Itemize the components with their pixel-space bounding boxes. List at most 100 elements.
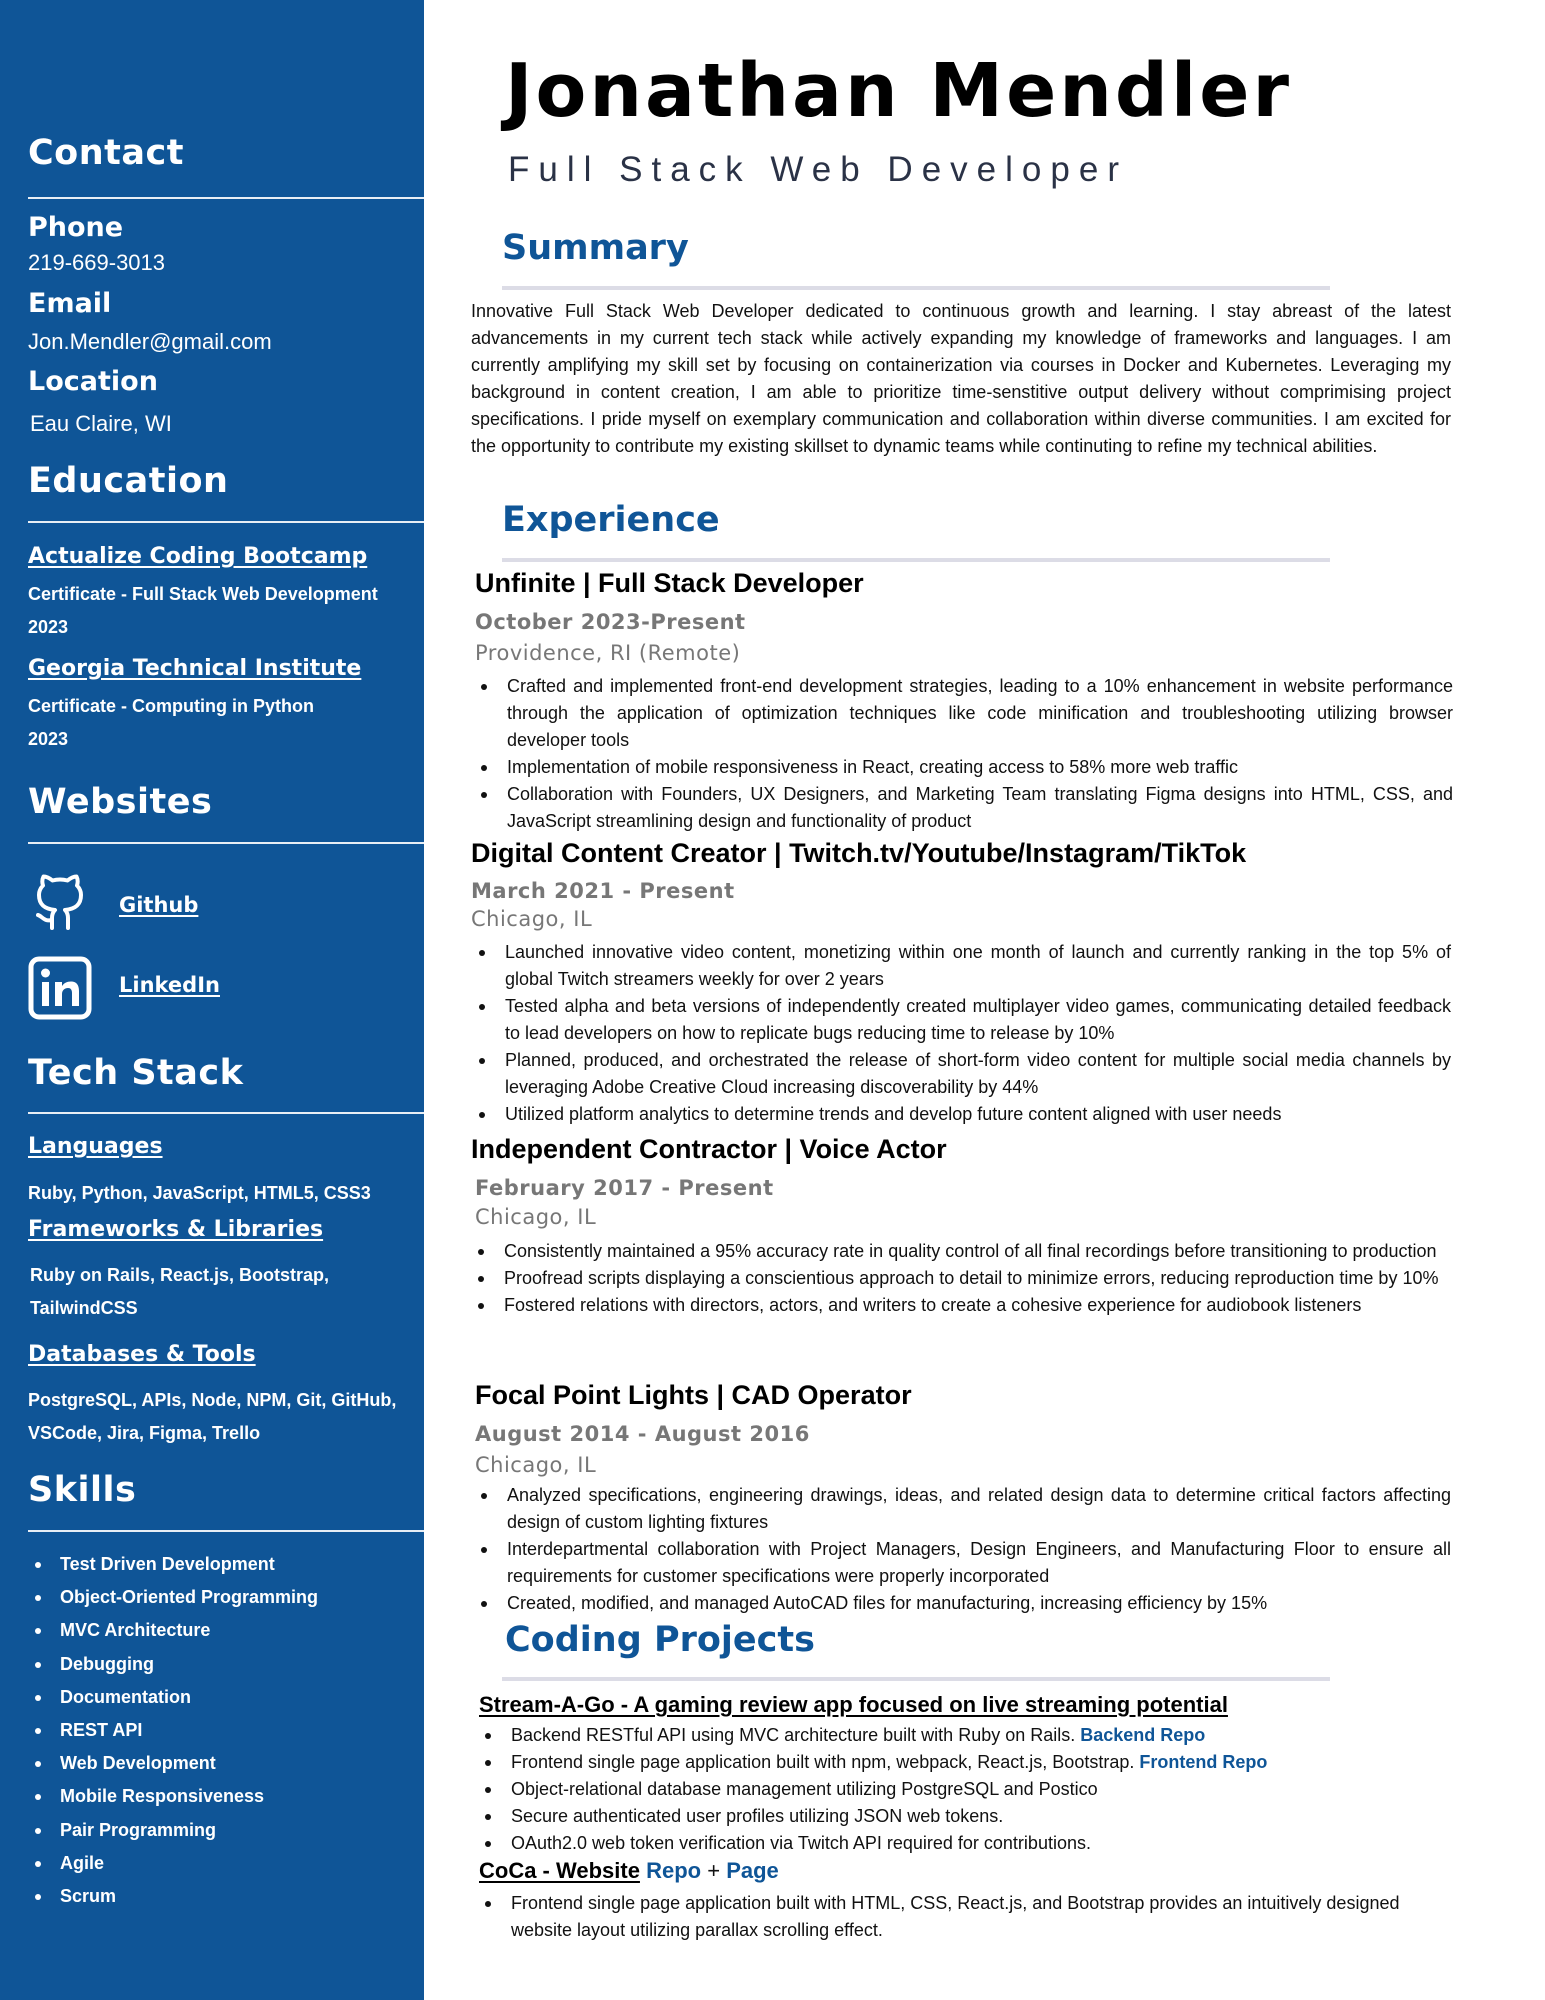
job-location: Chicago, IL bbox=[475, 1205, 597, 1229]
location-value: Eau Claire, WI bbox=[30, 411, 172, 436]
list-item: Backend RESTful API using MVC architectu… bbox=[475, 1722, 1465, 1749]
education-certificate: Certificate - Full Stack Web Development bbox=[28, 584, 378, 604]
phone-label: Phone bbox=[28, 212, 124, 243]
list-item: Object-relational database management ut… bbox=[475, 1776, 1465, 1803]
list-item: OAuth2.0 web token verification via Twit… bbox=[475, 1830, 1465, 1857]
project-bullets: Backend RESTful API using MVC architectu… bbox=[475, 1722, 1465, 1857]
divider bbox=[28, 521, 424, 523]
education-certificate: Certificate - Computing in Python bbox=[28, 696, 314, 716]
job-dates: February 2017 - Present bbox=[475, 1176, 774, 1200]
skills-heading: Skills bbox=[28, 1470, 137, 1510]
education-school[interactable]: Georgia Technical Institute bbox=[28, 656, 362, 681]
skill-item: MVC Architecture bbox=[28, 1614, 318, 1647]
websites-heading: Websites bbox=[28, 782, 213, 822]
summary-text: Innovative Full Stack Web Developer dedi… bbox=[471, 301, 1451, 456]
skill-item: Debugging bbox=[28, 1648, 318, 1681]
section-divider bbox=[502, 286, 1330, 290]
job-bullets: Analyzed specifications, engineering dra… bbox=[471, 1482, 1451, 1617]
frameworks-list: Ruby on Rails, React.js, Bootstrap, bbox=[30, 1265, 330, 1285]
education-heading: Education bbox=[28, 461, 229, 501]
job-bullets: Crafted and implemented front-end develo… bbox=[471, 673, 1453, 835]
project-title: Stream-A-Go - A gaming review app focuse… bbox=[479, 1692, 1228, 1718]
divider bbox=[28, 1112, 424, 1114]
job-bullets: Consistently maintained a 95% accuracy r… bbox=[468, 1238, 1451, 1319]
experience-heading: Experience bbox=[502, 500, 720, 540]
job-title: Digital Content Creator | Twitch.tv/Yout… bbox=[471, 838, 1247, 868]
contact-heading: Contact bbox=[28, 133, 184, 173]
divider bbox=[28, 197, 424, 199]
linkedin-icon[interactable] bbox=[28, 956, 92, 1020]
skill-item: REST API bbox=[28, 1714, 318, 1747]
tools-label: Databases & Tools bbox=[28, 1342, 256, 1367]
job-dates: October 2023-Present bbox=[475, 610, 746, 634]
list-item: Launched innovative video content, monet… bbox=[469, 939, 1451, 993]
skill-item: Object-Oriented Programming bbox=[28, 1581, 318, 1614]
job-location: Chicago, IL bbox=[475, 1453, 597, 1477]
candidate-name: Jonathan Mendler bbox=[505, 48, 1292, 134]
frontend-repo-link[interactable]: Frontend Repo bbox=[1139, 1752, 1268, 1772]
tools-list: PostgreSQL, APIs, Node, NPM, Git, GitHub… bbox=[28, 1390, 397, 1410]
frameworks-list: TailwindCSS bbox=[30, 1298, 138, 1318]
plus-sign: + bbox=[707, 1858, 721, 1883]
email-label: Email bbox=[28, 288, 112, 319]
github-icon[interactable] bbox=[28, 871, 92, 935]
education-year: 2023 bbox=[28, 729, 69, 749]
job-bullets: Launched innovative video content, monet… bbox=[469, 939, 1451, 1128]
project-title-link[interactable]: Stream-A-Go - A gaming review app focuse… bbox=[479, 1692, 1228, 1717]
languages-label: Languages bbox=[28, 1134, 163, 1159]
summary-heading: Summary bbox=[502, 228, 689, 268]
job-location: Chicago, IL bbox=[471, 907, 593, 931]
list-item: Created, modified, and managed AutoCAD f… bbox=[471, 1590, 1451, 1617]
page-link[interactable]: Page bbox=[726, 1858, 779, 1883]
location-label: Location bbox=[28, 366, 158, 397]
list-item: Collaboration with Founders, UX Designer… bbox=[471, 781, 1453, 835]
job-dates: August 2014 - August 2016 bbox=[475, 1422, 810, 1446]
bullet-text: Frontend single page application built w… bbox=[511, 1752, 1135, 1772]
skills-list: Test Driven Development Object-Oriented … bbox=[28, 1548, 318, 1913]
linkedin-link[interactable]: LinkedIn bbox=[119, 973, 220, 997]
list-item: Consistently maintained a 95% accuracy r… bbox=[468, 1238, 1451, 1265]
sidebar: Contact Phone 219-669-3013 Email Jon.Men… bbox=[0, 0, 424, 2000]
job-title: Independent Contractor | Voice Actor bbox=[471, 1134, 947, 1164]
skill-item: Test Driven Development bbox=[28, 1548, 318, 1581]
repo-link[interactable]: Repo bbox=[646, 1858, 702, 1883]
list-item: Frontend single page application built w… bbox=[475, 1749, 1465, 1776]
section-divider bbox=[502, 558, 1330, 562]
bullet-text: Backend RESTful API using MVC architectu… bbox=[511, 1725, 1076, 1745]
project-title: CoCa - Website Repo + Page bbox=[479, 1858, 779, 1884]
languages-list: Ruby, Python, JavaScript, HTML5, CSS3 bbox=[28, 1183, 371, 1203]
skill-item: Documentation bbox=[28, 1681, 318, 1714]
list-item: Interdepartmental collaboration with Pro… bbox=[471, 1536, 1451, 1590]
job-dates: March 2021 - Present bbox=[471, 879, 735, 903]
candidate-role: Full Stack Web Developer bbox=[508, 150, 1128, 189]
list-item: Utilized platform analytics to determine… bbox=[469, 1101, 1451, 1128]
tools-list: VSCode, Jira, Figma, Trello bbox=[28, 1423, 261, 1443]
list-item: Frontend single page application built w… bbox=[475, 1890, 1455, 1944]
list-item: Proofread scripts displaying a conscient… bbox=[468, 1265, 1451, 1292]
projects-heading: Coding Projects bbox=[505, 1620, 815, 1660]
education-year: 2023 bbox=[28, 617, 69, 637]
list-item: Tested alpha and beta versions of indepe… bbox=[469, 993, 1451, 1047]
divider bbox=[28, 842, 424, 844]
divider bbox=[28, 1530, 424, 1532]
email-value[interactable]: Jon.Mendler@gmail.com bbox=[28, 329, 272, 354]
list-item: Fostered relations with directors, actor… bbox=[468, 1292, 1451, 1319]
github-link[interactable]: Github bbox=[119, 893, 199, 917]
skill-item: Agile bbox=[28, 1847, 318, 1880]
list-item: Planned, produced, and orchestrated the … bbox=[469, 1047, 1451, 1101]
section-divider bbox=[502, 1677, 1330, 1681]
job-title: Unfinite | Full Stack Developer bbox=[475, 568, 864, 598]
list-item: Secure authenticated user profiles utili… bbox=[475, 1803, 1465, 1830]
skill-item: Scrum bbox=[28, 1880, 318, 1913]
list-item: Analyzed specifications, engineering dra… bbox=[471, 1482, 1451, 1536]
tech-stack-heading: Tech Stack bbox=[28, 1053, 244, 1093]
phone-value[interactable]: 219-669-3013 bbox=[28, 250, 166, 275]
backend-repo-link[interactable]: Backend Repo bbox=[1080, 1725, 1206, 1745]
job-title: Focal Point Lights | CAD Operator bbox=[475, 1380, 912, 1410]
education-school[interactable]: Actualize Coding Bootcamp bbox=[28, 544, 368, 569]
skill-item: Pair Programming bbox=[28, 1814, 318, 1847]
list-item: Implementation of mobile responsiveness … bbox=[471, 754, 1453, 781]
frameworks-label: Frameworks & Libraries bbox=[28, 1217, 324, 1242]
project-title-link[interactable]: CoCa - Website bbox=[479, 1858, 640, 1883]
job-location: Providence, RI (Remote) bbox=[475, 641, 741, 665]
